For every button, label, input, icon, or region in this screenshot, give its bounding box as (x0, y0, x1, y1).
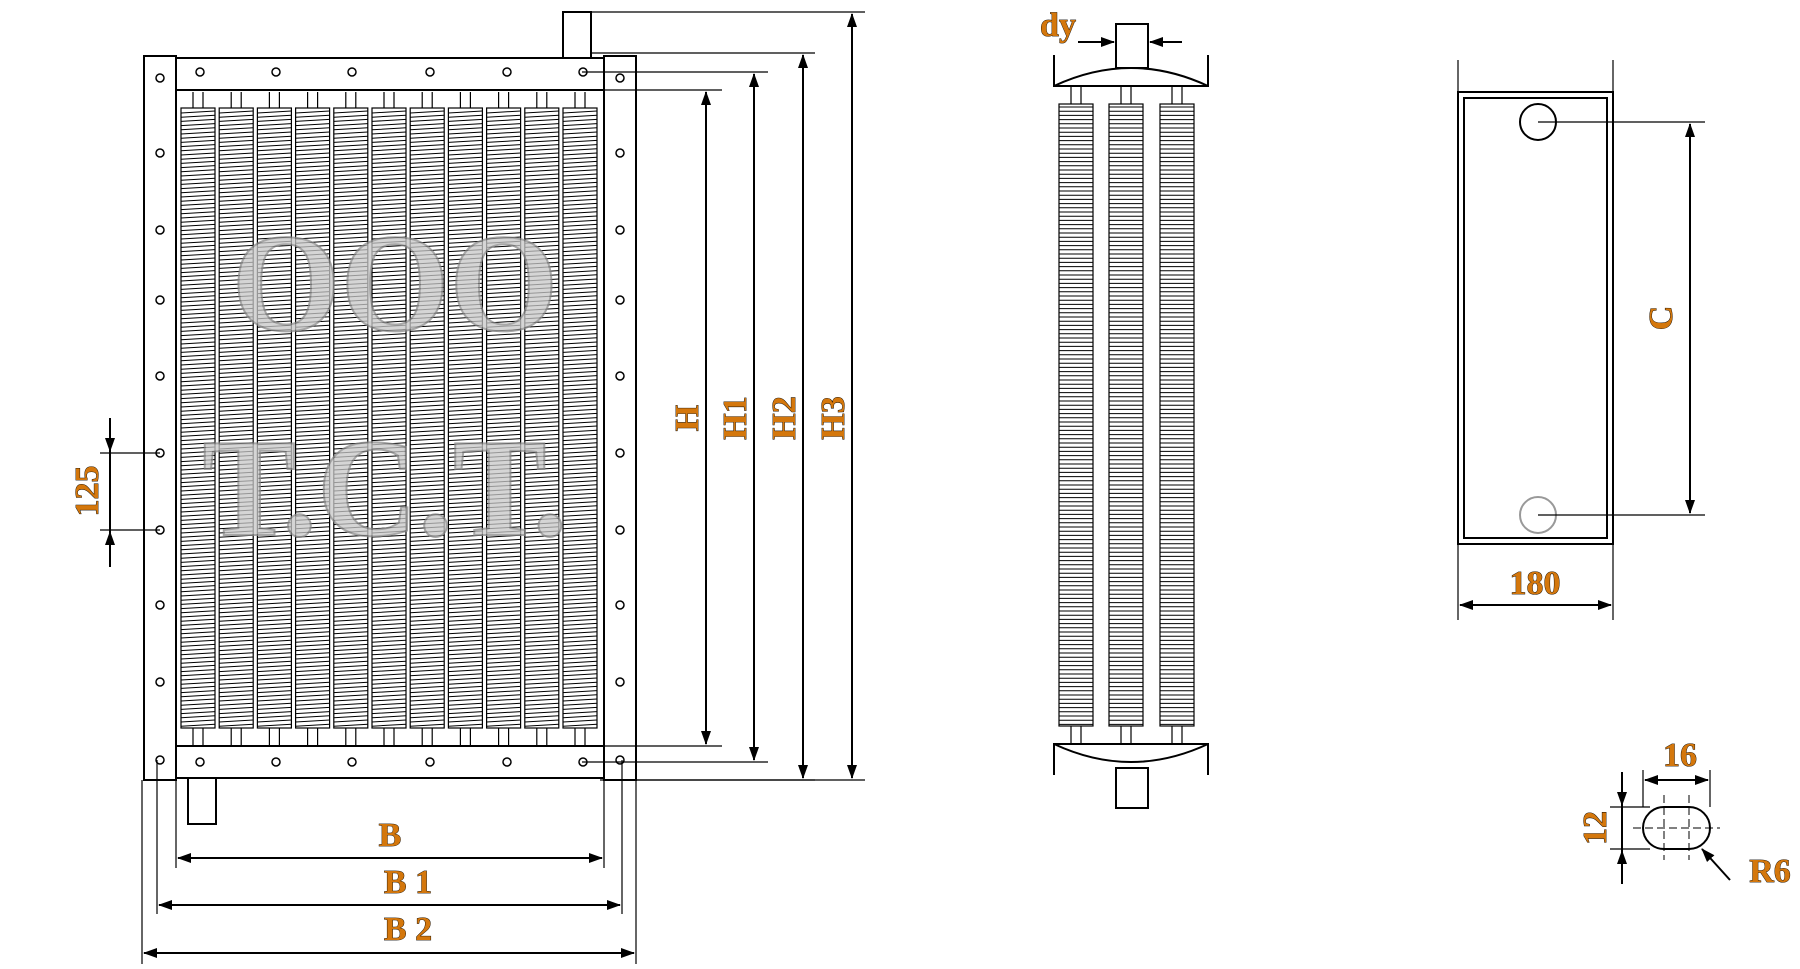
side-top-header (1053, 55, 1209, 87)
finned-tube (218, 92, 254, 746)
mounting-hole (155, 225, 165, 235)
finned-tube (486, 92, 522, 746)
tube-fins (524, 110, 559, 727)
mounting-hole (615, 371, 625, 381)
mounting-hole (271, 757, 281, 767)
finned-tube (562, 92, 598, 746)
tube-fins (295, 110, 330, 727)
tube-fins (333, 110, 368, 727)
mounting-hole (615, 525, 625, 535)
mounting-hole (615, 295, 625, 305)
tube-fins (1059, 106, 1093, 725)
tube-fins (219, 110, 254, 727)
finned-tube (371, 92, 407, 746)
mounting-hole (155, 295, 165, 305)
h2-label: H2 (766, 396, 803, 439)
finned-tube (524, 92, 560, 746)
mounting-hole (615, 148, 625, 158)
finned-tube (447, 92, 483, 746)
mounting-hole (615, 73, 625, 83)
width-label: 180 (1510, 565, 1561, 602)
side-bottom-pipe (1115, 767, 1149, 809)
mounting-hole (615, 755, 625, 765)
bottom-pipe (187, 777, 217, 825)
mounting-hole (615, 448, 625, 458)
side-finned-tube (1058, 86, 1094, 744)
finned-tube (295, 92, 331, 746)
side-top-pipe (1115, 23, 1149, 69)
mounting-hole (195, 67, 205, 77)
h-label: H (669, 405, 706, 431)
pitch-label: 125 (69, 466, 106, 517)
mounting-hole (615, 225, 625, 235)
watermark: ООО Т.С.Т. (202, 205, 569, 567)
finned-tube (256, 92, 292, 746)
watermark-line1: ООО (232, 206, 559, 361)
mounting-hole (502, 757, 512, 767)
tube-fins (448, 110, 483, 727)
tube-fins (1160, 106, 1194, 725)
mounting-hole (155, 371, 165, 381)
mounting-hole (425, 757, 435, 767)
b1-label: B 1 (384, 864, 432, 901)
mounting-hole (271, 67, 281, 77)
right-side-plate (603, 55, 637, 781)
watermark-line2: Т.С.Т. (203, 411, 568, 566)
mounting-hole (502, 67, 512, 77)
tube-fins (1109, 106, 1143, 725)
left-side-plate (143, 55, 177, 781)
c-label: C (1643, 306, 1680, 331)
side-finned-tube (1108, 86, 1144, 744)
side-finned-tubes (1058, 86, 1195, 744)
slot-radius-label: R6 (1749, 853, 1791, 890)
tube-fins (371, 110, 407, 727)
b-label: B (379, 817, 402, 854)
slot-detail: 16 12 R6 (1577, 737, 1792, 891)
mounting-hole (155, 677, 165, 687)
h3-label: H3 (815, 396, 852, 439)
mounting-hole (155, 73, 165, 83)
side-view: dy (1040, 7, 1209, 809)
dy-label: dy (1040, 7, 1076, 44)
tube-body (1159, 103, 1195, 727)
flange-outer-frame (1457, 91, 1614, 545)
tube-fins (410, 110, 445, 727)
slot-height-label: 12 (1577, 811, 1614, 845)
side-bottom-header (1053, 743, 1209, 775)
mounting-hole (615, 600, 625, 610)
slot-length-label: 16 (1663, 737, 1697, 774)
tube-fins (257, 110, 292, 727)
side-finned-tube (1159, 86, 1195, 744)
mounting-hole (347, 757, 357, 767)
mounting-hole (155, 148, 165, 158)
mounting-hole (155, 755, 165, 765)
finned-tube (333, 92, 369, 746)
tube-fins (562, 110, 598, 727)
top-header (175, 57, 605, 91)
mounting-hole (195, 757, 205, 767)
finned-tube (409, 92, 445, 746)
mounting-hole (425, 67, 435, 77)
front-view-dimensions: H H1 H2 H3 B B 1 B 2 125 (69, 11, 865, 964)
b2-label: B 2 (384, 911, 432, 948)
mounting-hole (155, 600, 165, 610)
top-pipe (562, 11, 592, 59)
bottom-header (175, 745, 605, 779)
mounting-hole (347, 67, 357, 77)
front-view (143, 11, 637, 825)
flange-inner-frame (1463, 97, 1608, 539)
tube-body (1108, 103, 1144, 727)
tube-fins (180, 110, 216, 727)
finned-tubes (180, 92, 598, 746)
finned-tube (180, 92, 216, 746)
mounting-hole (615, 677, 625, 687)
flange-view: C 180 (1457, 60, 1705, 620)
tube-fins (486, 110, 521, 727)
tube-body (1058, 103, 1094, 727)
h1-label: H1 (717, 396, 754, 439)
